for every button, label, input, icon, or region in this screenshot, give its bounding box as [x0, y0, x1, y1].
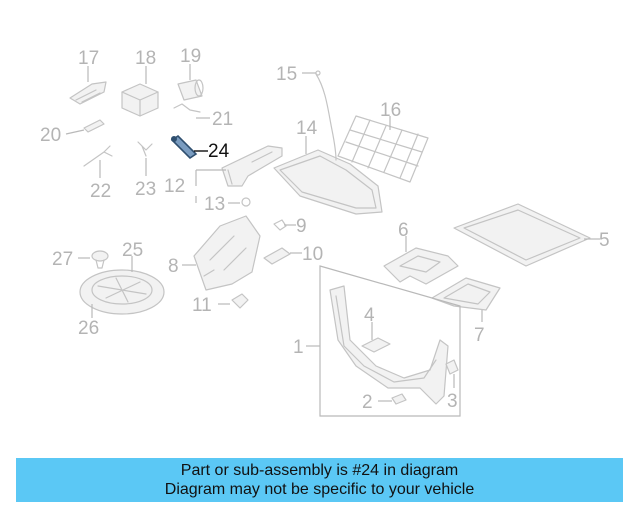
callout-7[interactable]: 7 — [474, 325, 485, 346]
callout-16[interactable]: 16 — [380, 100, 401, 121]
callout-3[interactable]: 3 — [447, 391, 458, 412]
callout-8[interactable]: 8 — [168, 256, 179, 277]
callout-10[interactable]: 10 — [302, 244, 323, 265]
part-10: 10 — [263, 244, 323, 265]
banner-line-1: Part or sub-assembly is #24 in diagram — [180, 462, 459, 479]
banner-line-2: Diagram may not be specific to your vehi… — [164, 481, 475, 498]
callout-20[interactable]: 20 — [40, 125, 61, 146]
callout-12[interactable]: 12 — [164, 176, 185, 197]
part-17: 17 — [69, 48, 107, 105]
callout-9[interactable]: 9 — [296, 216, 307, 237]
callout-15[interactable]: 15 — [276, 64, 297, 85]
part-7: 7 — [431, 277, 501, 346]
part-4: 4 — [361, 305, 391, 353]
callout-22[interactable]: 22 — [90, 181, 111, 202]
part-2: 2 — [362, 392, 407, 413]
callout-11[interactable]: 11 — [192, 295, 212, 316]
callout-25[interactable]: 25 — [122, 240, 143, 261]
callout-19[interactable]: 19 — [180, 46, 201, 67]
callout-21[interactable]: 21 — [212, 109, 233, 130]
callout-26[interactable]: 26 — [78, 318, 99, 339]
callout-2[interactable]: 2 — [362, 392, 373, 413]
part-15: 15 — [276, 64, 337, 161]
info-banner: Part or sub-assembly is #24 in diagram D… — [16, 458, 623, 502]
part-23: 23 — [135, 141, 156, 200]
callout-4[interactable]: 4 — [364, 305, 375, 326]
part-24-highlighted[interactable]: 24 — [170, 134, 230, 162]
part-27: 27 — [52, 249, 109, 270]
part-22: 22 — [83, 145, 113, 202]
callout-14[interactable]: 14 — [296, 118, 318, 139]
rear-trim-panel — [329, 285, 449, 405]
callout-5[interactable]: 5 — [599, 230, 610, 251]
callout-27[interactable]: 27 — [52, 249, 73, 270]
callout-23[interactable]: 23 — [135, 179, 156, 200]
part-9: 9 — [273, 216, 307, 237]
part-5: 5 — [453, 203, 610, 267]
part-20: 20 — [40, 119, 105, 146]
callout-6[interactable]: 6 — [398, 220, 409, 241]
parts-diagram: 17 18 19 21 20 22 23 — [40, 46, 610, 417]
callout-17[interactable]: 17 — [78, 48, 99, 69]
part-16: 16 — [337, 100, 429, 183]
part-26: 26 — [78, 304, 99, 339]
part-6: 6 — [383, 220, 459, 285]
part-18: 18 — [121, 48, 159, 117]
part-21: 21 — [173, 103, 233, 130]
callout-1[interactable]: 1 — [293, 337, 304, 358]
part-19: 19 — [177, 46, 204, 101]
part-14: 14 — [273, 118, 383, 215]
part-12: 12 — [164, 145, 283, 203]
part-11: 11 — [192, 293, 249, 316]
callout-18[interactable]: 18 — [135, 48, 156, 69]
callout-13[interactable]: 13 — [204, 194, 225, 215]
callout-24[interactable]: 24 — [208, 141, 230, 162]
part-8: 8 — [168, 215, 261, 291]
part-25: 25 — [79, 240, 165, 315]
part-13: 13 — [204, 194, 251, 215]
part-1-group-box: 1 — [293, 265, 461, 417]
part-3: 3 — [445, 359, 459, 412]
